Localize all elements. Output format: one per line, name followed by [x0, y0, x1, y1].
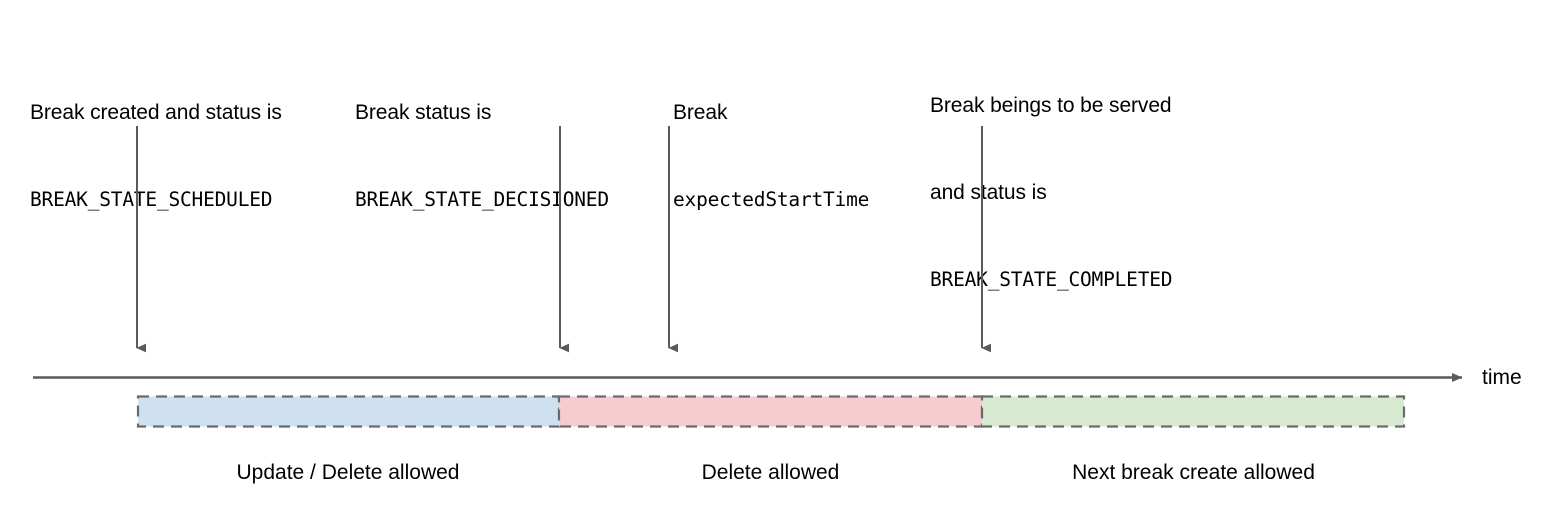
annotation-completed-prose-line2: and status is	[930, 181, 1047, 204]
annotation-expected-start-time-field: expectedStartTime	[673, 188, 870, 211]
segment-caption-delete-only: Delete allowed	[701, 461, 840, 484]
segment-delete-only	[557, 395, 984, 428]
segment-update-delete	[136, 395, 561, 428]
segment-next-break-create	[980, 395, 1406, 428]
annotation-expected-start-time: Break expectedStartTime	[673, 40, 869, 272]
annotation-decisioned: Break status is BREAK_STATE_DECISIONED	[355, 40, 609, 272]
annotation-decisioned-prose: Break status is	[355, 101, 492, 124]
annotation-expected-start-time-prose: Break	[673, 101, 728, 124]
annotation-scheduled-state: BREAK_STATE_SCHEDULED	[30, 188, 273, 211]
annotation-scheduled-prose: Break created and status is	[30, 101, 282, 124]
annotation-completed-prose-line1: Break beings to be served	[930, 94, 1172, 117]
time-axis-label: time	[1482, 366, 1522, 389]
segment-caption-update-delete: Update / Delete allowed	[236, 461, 460, 484]
annotation-completed-state: BREAK_STATE_COMPLETED	[930, 268, 1173, 291]
segment-caption-next-break-create: Next break create allowed	[1072, 461, 1315, 484]
annotation-scheduled: Break created and status is BREAK_STATE_…	[30, 40, 282, 272]
annotation-decisioned-state: BREAK_STATE_DECISIONED	[355, 188, 609, 211]
annotation-completed: Break beings to be served and status is …	[930, 33, 1173, 352]
